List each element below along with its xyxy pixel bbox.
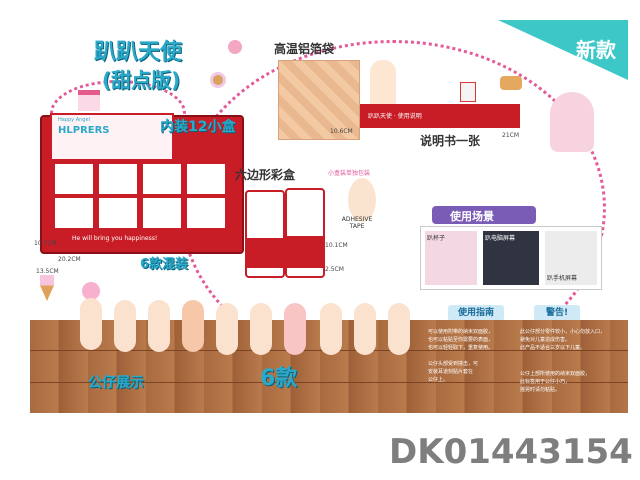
mini-box xyxy=(186,197,226,229)
figurine-9 xyxy=(354,303,376,355)
dim-box-height: 13.5CM xyxy=(36,268,59,275)
scene-label-monitor: 趴电脑屏幕 xyxy=(485,235,516,242)
manual-strip-text: 趴趴天使 · 使用说明 xyxy=(368,113,422,120)
dim-box-depth: 20.2CM xyxy=(58,256,81,263)
adhesive-tape-angel xyxy=(348,178,376,222)
figurine-10 xyxy=(388,303,410,355)
hexagon-box-label: 六边形彩盒 xyxy=(235,168,296,182)
display-box-outer: Happy Angel HLPRERS He will bring you ha… xyxy=(40,113,244,254)
info-text-2: 公仔头部受到撞击，可 安装耳道刻贴片套在 公仔上。 xyxy=(428,361,479,383)
figurine-5 xyxy=(216,303,238,355)
scene-label-phone: 趴手机屏幕 xyxy=(547,275,578,282)
product-poster: 新款 趴趴天使 (甜点版) Happy Angel HLPRERS He wil… xyxy=(30,20,628,413)
figurine-4 xyxy=(182,300,204,352)
six-mixed-label: 6款混装 xyxy=(140,257,189,272)
angel-figure-top xyxy=(370,60,396,110)
six-models-caption: 6款 xyxy=(260,366,298,391)
warning-tab: 警告! xyxy=(534,305,580,321)
display-caption: 公仔展示 xyxy=(88,375,144,391)
info-text-1: 可以使用附带的纳米双面胶， 也可以粘贴至你需要的表面， 也可以轻轻取下，重复使用… xyxy=(428,329,494,351)
info-text-bottom: 公仔上部所使用的纳米双面胶， 此标签用于公仔小巧， 摇晃时请勿粘贴。 xyxy=(520,371,591,393)
hexagon-box-stripe xyxy=(247,238,283,268)
usage-guide-tab: 使用指南 xyxy=(448,305,504,321)
info-text-3: 此公仔部分零件较小，小心勿放入口， 避免对儿童造成伤害。 此产品不适合三岁以下儿… xyxy=(520,329,606,351)
hexagon-box-1 xyxy=(245,190,285,278)
cake-icon xyxy=(78,90,100,111)
mini-box xyxy=(186,163,226,195)
mini-box xyxy=(142,163,182,195)
popcorn-icon xyxy=(460,82,476,102)
dim-box-width: 10.7CM xyxy=(34,240,57,247)
figurine-2 xyxy=(114,300,136,352)
inner-pack-label: 内装12小盒 xyxy=(160,119,236,135)
scene-cup: 趴杯子 xyxy=(425,231,477,285)
tiny-hex-label: 小盒装单独包装 xyxy=(328,170,371,177)
donut-icon xyxy=(210,72,226,88)
title-line-1: 趴趴天使 xyxy=(94,40,183,65)
mini-box xyxy=(142,197,182,229)
figurine-8 xyxy=(320,303,342,355)
hexagon-box-stripe xyxy=(287,236,323,268)
display-brand-label: HLPRERS xyxy=(58,125,110,136)
figurine-6 xyxy=(250,303,272,355)
manual-label: 说明书一张 xyxy=(420,134,481,148)
mini-box xyxy=(54,197,94,229)
ice-cream-icon xyxy=(40,275,54,301)
adhesive-tape-label: ADHESIVE TAPE xyxy=(341,216,373,230)
foil-bag xyxy=(278,60,360,140)
figurine-3 xyxy=(148,300,170,352)
usage-scene-title: 使用场景 xyxy=(450,210,494,223)
title-line-2: (甜点版) xyxy=(102,68,181,92)
display-slogan: He will bring you happiness! xyxy=(72,235,158,242)
dim-manual-height: 10.6CM xyxy=(330,128,353,135)
display-brand-sub: Happy Angel xyxy=(58,117,90,123)
dim-hex-width: 2.5CM xyxy=(325,266,344,273)
mini-box xyxy=(54,163,94,195)
manual-strip: 趴趴天使 · 使用说明 xyxy=(360,104,520,128)
foil-bag-label: 高温铝箔袋 xyxy=(274,42,335,56)
sku-number: DK01443154 xyxy=(389,432,633,472)
scene-monitor: 趴电脑屏幕 xyxy=(483,231,539,285)
new-badge-label: 新款 xyxy=(576,38,616,62)
pancake-icon xyxy=(500,76,522,90)
usage-scene-panel: 趴杯子 趴电脑屏幕 趴手机屏幕 xyxy=(420,226,602,290)
figurine-1 xyxy=(80,298,102,350)
mini-box xyxy=(98,197,138,229)
scene-phone: 趴手机屏幕 xyxy=(545,231,597,285)
display-grid xyxy=(54,163,230,229)
cupcake-angel xyxy=(550,92,594,152)
dim-hex-height: 10.1CM xyxy=(325,242,348,249)
macaron-icon xyxy=(228,40,242,54)
figurine-7 xyxy=(284,303,306,355)
hexagon-box-2 xyxy=(285,188,325,278)
mini-box xyxy=(98,163,138,195)
usage-scene-title-bg xyxy=(432,206,536,224)
floor-line xyxy=(30,382,628,383)
dim-manual-width: 21CM xyxy=(502,132,520,139)
display-box-header: Happy Angel HLPRERS xyxy=(50,113,174,161)
scene-label-cup: 趴杯子 xyxy=(427,235,446,242)
cupcake-icon xyxy=(82,282,100,300)
